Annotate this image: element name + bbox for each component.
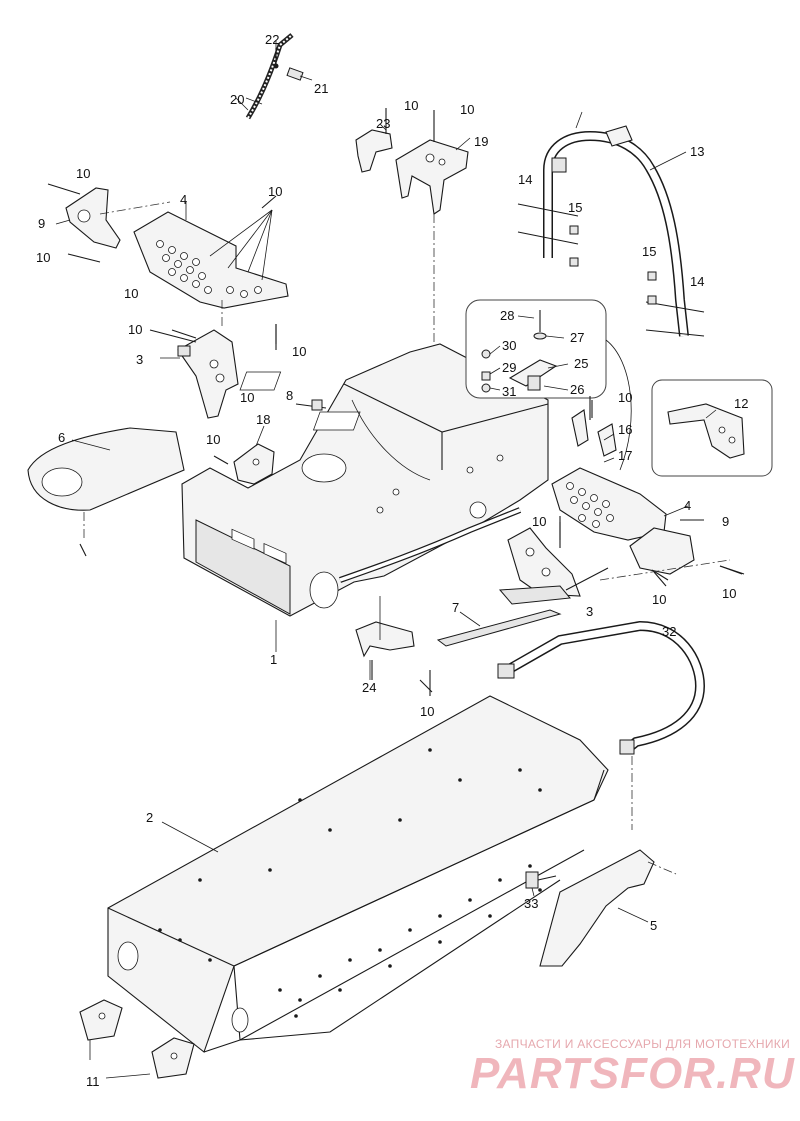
callout-10-b: 10 [460,102,474,117]
callout-10-d: 10 [268,184,282,199]
callout-8: 8 [286,388,293,403]
leader-lines [55,40,717,1079]
callout-10-h: 10 [292,344,306,359]
part-14-bolts [517,203,705,337]
part-3-bracket-right [498,516,609,605]
part-8-bolt [295,399,327,411]
callout-24: 24 [362,680,376,695]
callout-15-a: 15 [568,200,582,215]
part-18-bracket [233,443,275,485]
part-1-main-frame [181,343,549,617]
callout-9-a: 9 [38,216,45,231]
callout-29: 29 [502,360,516,375]
callout-6: 6 [58,430,65,445]
callout-10-n: 10 [722,586,736,601]
watermark-logo: PARTSFOR.RU [470,1049,795,1098]
callout-28: 28 [500,308,514,323]
callout-12: 12 [734,396,748,411]
callout-10-f: 10 [124,286,138,301]
callout-19: 19 [474,134,488,149]
part-19-plate [395,110,469,420]
callout-14-a: 14 [518,172,532,187]
part-16-17-bracket [571,396,617,457]
callout-22: 22 [265,32,279,47]
callout-33: 33 [524,896,538,911]
callout-10-i: 10 [240,390,254,405]
part-22-fastener [273,48,279,69]
callout-10-o: 10 [420,704,434,719]
part-2-tunnel [107,695,609,1053]
part-4-footrest-right [551,467,667,541]
part-15-nuts [569,225,657,305]
callout-4-a: 4 [180,192,187,207]
part-9-bracket-left [47,183,121,263]
callout-10-k: 10 [206,432,220,447]
watermark-tagline: ЗАПЧАСТИ И АКСЕССУАРЫ ДЛЯ МОТОТЕХНИКИ [494,1037,790,1051]
callout-30: 30 [502,338,516,353]
callout-25: 25 [574,356,588,371]
callout-7: 7 [452,600,459,615]
part-7-rail [436,609,562,647]
part-21-fitting [286,67,304,81]
part-20-cable [245,33,294,120]
inset-detail-12 [651,379,773,477]
callout-9-b: 9 [722,514,729,529]
part-6-shield [27,427,185,557]
callout-15-b: 15 [642,244,656,259]
part-13-hoop [543,125,689,337]
callouts: 22 21 20 10 23 10 19 13 10 10 4 14 15 9 … [36,32,748,1089]
callout-18: 18 [256,412,270,427]
callout-4-b: 4 [684,498,691,513]
callout-10-j: 10 [618,390,632,405]
part-5-side-panel [539,849,677,967]
callout-3-b: 3 [586,604,593,619]
callout-13: 13 [690,144,704,159]
callout-10-a: 10 [404,98,418,113]
callout-16: 16 [618,422,632,437]
part-33-bolt [525,871,557,889]
part-11-plates [79,999,195,1079]
callout-2: 2 [146,810,153,825]
callout-21: 21 [314,81,328,96]
part-9-bracket-right [599,519,745,581]
callout-23: 23 [376,116,390,131]
callout-10-m: 10 [652,592,666,607]
callout-10-g: 10 [128,322,142,337]
part-32-bumper [497,620,706,830]
callout-26: 26 [570,382,584,397]
callout-1: 1 [270,652,277,667]
callout-5: 5 [650,918,657,933]
callout-14-b: 14 [690,274,704,289]
part-3-bracket-left [149,300,277,419]
callout-11: 11 [86,1074,100,1089]
part-23-bracket [355,108,393,173]
callout-17: 17 [618,448,632,463]
part-24-bracket [355,596,431,696]
callout-27: 27 [570,330,584,345]
part-4-footrest-left [99,201,289,309]
callout-10-l: 10 [532,514,546,529]
callout-10-e: 10 [36,250,50,265]
callout-10-c: 10 [76,166,90,181]
callout-32: 32 [662,624,676,639]
inset-detail-25-31 [465,299,632,471]
bolts-10 [171,195,743,693]
callout-3-a: 3 [136,352,143,367]
watermark: ЗАПЧАСТИ И АКСЕССУАРЫ ДЛЯ МОТОТЕХНИКИ PA… [470,1037,795,1098]
callout-31: 31 [502,384,516,399]
callout-20: 20 [230,92,244,107]
